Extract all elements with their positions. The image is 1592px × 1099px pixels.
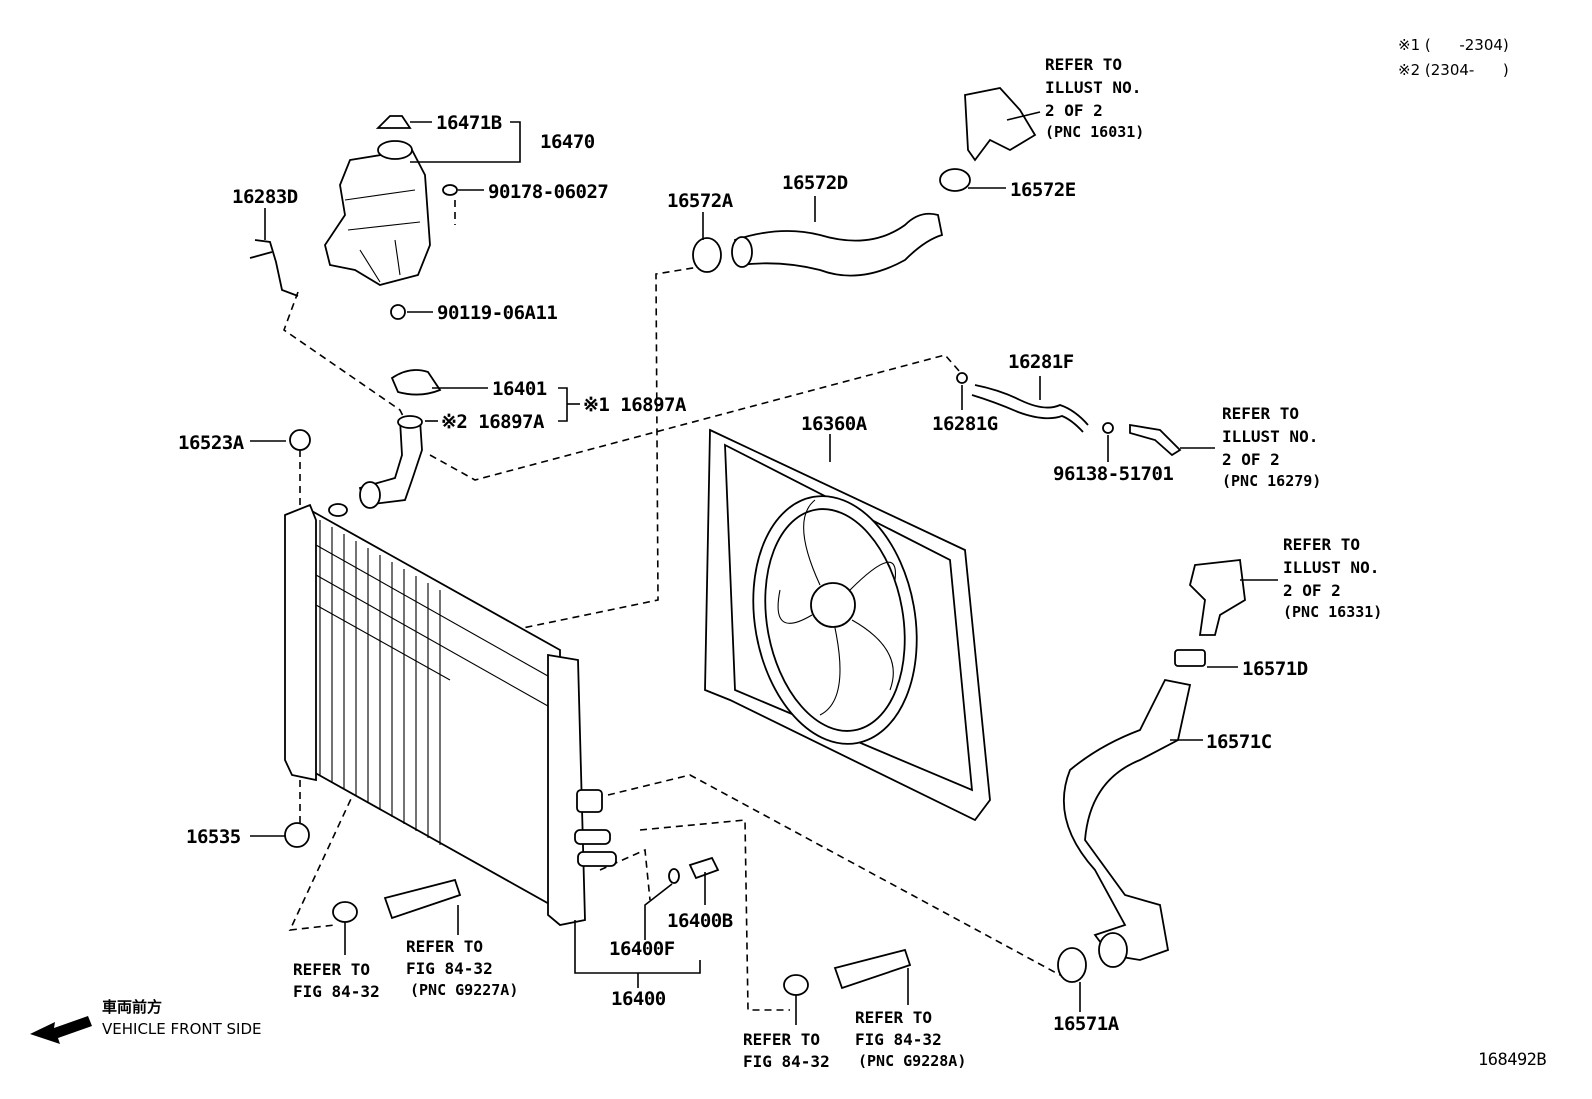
vehicle-front-indicator: 車両前方 VEHICLE FRONT SIDE	[30, 998, 262, 1044]
refer-16031-line4: (PNC 16031)	[1045, 123, 1144, 141]
refer-fig-left-line2: FIG 84-32	[293, 982, 380, 1001]
part-label-16470: 16470	[540, 131, 595, 153]
part-label-16360A: 16360A	[801, 413, 868, 435]
refer-g9228a-line2: FIG 84-32	[855, 1030, 942, 1049]
bottom-small-parts-drawing	[332, 856, 912, 996]
filler-neck-drawing	[358, 369, 442, 509]
refer-16331-line1: REFER TO	[1283, 535, 1360, 554]
part-label-16897A-v1: ※1 16897A	[583, 394, 687, 416]
part-label-16400F: 16400F	[609, 938, 675, 960]
variant-note-2: ※2 (2304- )	[1398, 61, 1509, 79]
leader-lines	[250, 111, 1278, 1025]
part-label-90178-06027: 90178-06027	[488, 181, 608, 203]
refer-g9227a-line1: REFER TO	[406, 937, 483, 956]
vehicle-front-label-en: VEHICLE FRONT SIDE	[102, 1020, 262, 1038]
part-number-labels: 16471B 16470 90178-06027 16283D 90119-06…	[178, 112, 1308, 1035]
refer-g9227a-line2: FIG 84-32	[406, 959, 493, 978]
part-label-16572E: 16572E	[1010, 179, 1076, 201]
refer-fig-mid-line2: FIG 84-32	[743, 1052, 830, 1071]
part-label-16400B: 16400B	[667, 910, 733, 932]
refer-block-fig-left: REFER TO FIG 84-32	[293, 960, 380, 1001]
part-label-16281G: 16281G	[932, 413, 998, 435]
part-label-96138-51701: 96138-51701	[1053, 463, 1173, 485]
part-label-16523A: 16523A	[178, 432, 245, 454]
refer-g9227a-line3: (PNC G9227A)	[410, 981, 518, 999]
part-label-16401: 16401	[492, 378, 547, 400]
illustration-number: 168492B	[1478, 1050, 1546, 1070]
part-label-16571C: 16571C	[1206, 731, 1272, 753]
part-label-16571D: 16571D	[1242, 658, 1308, 680]
part-label-16897A-v2: ※2 16897A	[441, 411, 545, 433]
lower-radiator-hose-drawing	[1057, 559, 1246, 983]
refer-g9228a-line3: (PNC G9228A)	[858, 1052, 966, 1070]
refer-16031-line3: 2 OF 2	[1045, 101, 1103, 120]
refer-16279-line4: (PNC 16279)	[1222, 472, 1321, 490]
refer-16331-line3: 2 OF 2	[1283, 581, 1341, 600]
fan-shroud-drawing	[704, 428, 991, 822]
reservoir-tank-drawing	[249, 115, 458, 320]
variant-note-1: ※1 ( -2304)	[1398, 36, 1509, 54]
bypass-hose-drawing	[956, 372, 1182, 457]
refer-16331-line2: ILLUST NO.	[1283, 558, 1379, 577]
radiator-drawing	[284, 429, 617, 926]
part-label-16572A: 16572A	[667, 190, 734, 212]
part-label-16281F: 16281F	[1008, 351, 1074, 373]
refer-block-fig-mid: REFER TO FIG 84-32	[743, 1030, 830, 1071]
part-label-16535: 16535	[186, 826, 241, 848]
refer-g9228a-line1: REFER TO	[855, 1008, 932, 1027]
part-label-16572D: 16572D	[782, 172, 848, 194]
part-label-16283D: 16283D	[232, 186, 298, 208]
part-label-16400: 16400	[611, 988, 666, 1010]
refer-16279-line3: 2 OF 2	[1222, 450, 1280, 469]
refer-block-16031: REFER TO ILLUST NO. 2 OF 2 (PNC 16031)	[1045, 55, 1144, 141]
refer-16031-line2: ILLUST NO.	[1045, 78, 1141, 97]
refer-block-g9228a: REFER TO FIG 84-32 (PNC G9228A)	[855, 1008, 966, 1070]
refer-16031-line1: REFER TO	[1045, 55, 1122, 74]
refer-block-16331: REFER TO ILLUST NO. 2 OF 2 (PNC 16331)	[1283, 535, 1382, 621]
part-label-16571A: 16571A	[1053, 1013, 1120, 1035]
refer-block-g9227a: REFER TO FIG 84-32 (PNC G9227A)	[406, 937, 518, 999]
refer-16279-line1: REFER TO	[1222, 404, 1299, 423]
vehicle-front-label-jp: 車両前方	[102, 998, 162, 1016]
part-label-90119-06A11: 90119-06A11	[437, 302, 557, 324]
upper-radiator-hose-drawing	[692, 87, 1037, 277]
refer-16279-line2: ILLUST NO.	[1222, 427, 1318, 446]
refer-fig-mid-line1: REFER TO	[743, 1030, 820, 1049]
radiator-core-fins	[315, 520, 556, 845]
refer-block-16279: REFER TO ILLUST NO. 2 OF 2 (PNC 16279)	[1222, 404, 1321, 490]
part-label-16471B: 16471B	[436, 112, 502, 134]
refer-16331-line4: (PNC 16331)	[1283, 603, 1382, 621]
refer-fig-left-line1: REFER TO	[293, 960, 370, 979]
vehicle-front-arrow-icon	[30, 1016, 92, 1044]
